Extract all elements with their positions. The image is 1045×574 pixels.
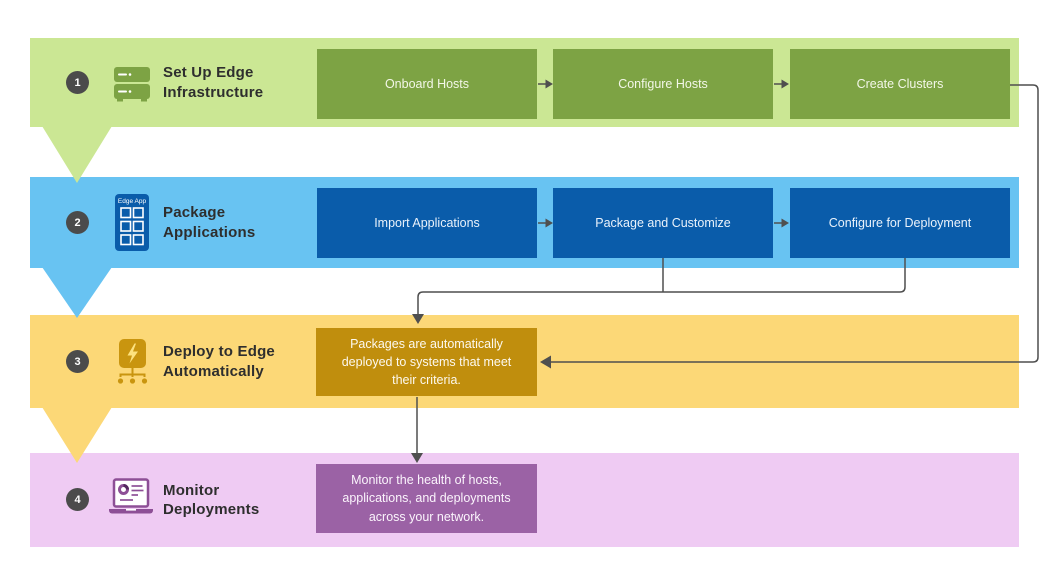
monitor-laptop-icon (107, 478, 155, 520)
flow-box-label: Monitor the health of hosts, application… (342, 473, 511, 524)
step-number-1: 1 (66, 71, 89, 94)
step-number-3-label: 3 (74, 355, 81, 368)
step-title-2-text: Package Applications (163, 204, 256, 241)
flow-box-package-customize: Package and Customize (553, 188, 773, 258)
band-pointer-down-2 (42, 267, 112, 318)
flow-box-import-applications: Import Applications (317, 188, 537, 258)
flow-box-label: Onboard Hosts (384, 76, 470, 91)
edge-app-icon-label: Edge App (118, 198, 147, 205)
flow-box-monitor-note: Monitor the health of hosts, application… (316, 464, 537, 533)
step-number-2: 2 (66, 211, 89, 234)
server-stack-icon (112, 64, 152, 104)
flow-box-label: Configure Hosts (618, 76, 708, 91)
step-title-3-text: Deploy to Edge Automatically (163, 343, 275, 380)
step-number-3: 3 (66, 350, 89, 373)
flow-box-configure-deployment: Configure for Deployment (790, 188, 1010, 258)
step-number-1-label: 1 (74, 76, 81, 89)
step-title-4-text: Monitor Deployments (163, 481, 260, 519)
step-title-1: Set Up Edge Infrastructure (163, 38, 308, 127)
step-number-2-label: 2 (74, 216, 81, 229)
flow-box-label: Package and Customize (595, 215, 731, 230)
step-title-2: Package Applications (163, 177, 308, 268)
edge-app-icon: Edge App (114, 193, 150, 252)
deploy-lightning-icon (110, 338, 155, 386)
flow-box-auto-deploy-note: Packages are automatically deployed to s… (316, 328, 537, 396)
step-title-4: Monitor Deployments (163, 453, 308, 547)
band-pointer-down-1 (42, 126, 112, 183)
flow-box-onboard-hosts: Onboard Hosts (317, 49, 537, 119)
flow-box-label: Configure for Deployment (828, 215, 972, 230)
step-number-4-label: 4 (74, 493, 81, 506)
step-title-3: Deploy to Edge Automatically (163, 315, 308, 408)
flow-box-configure-hosts: Configure Hosts (553, 49, 773, 119)
flow-box-label: Create Clusters (856, 76, 944, 91)
step-title-1-text: Set Up Edge Infrastructure (163, 64, 264, 101)
flow-box-label: Import Applications (374, 215, 480, 230)
flow-box-create-clusters: Create Clusters (790, 49, 1010, 119)
flow-box-label: Packages are automatically deployed to s… (341, 336, 512, 388)
step-number-4: 4 (66, 488, 89, 511)
